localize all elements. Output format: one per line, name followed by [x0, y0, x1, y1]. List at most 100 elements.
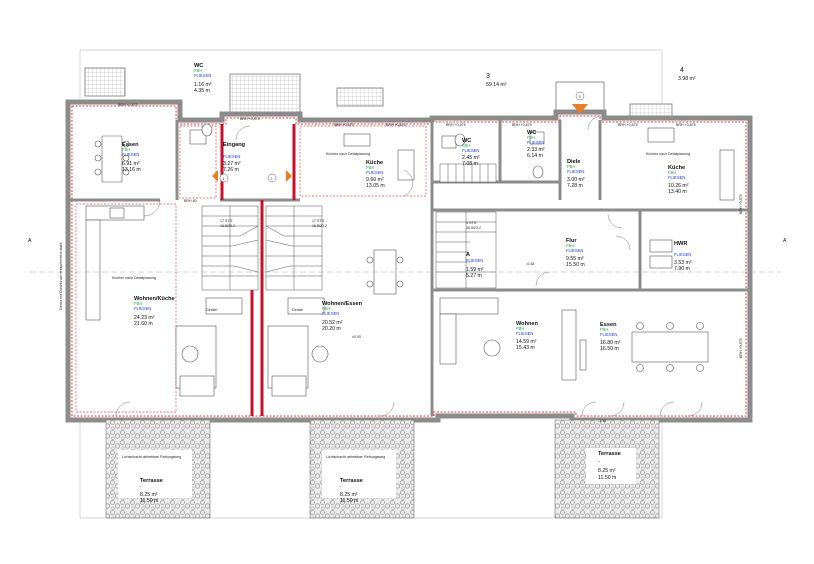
svg-text:FBH: FBH — [134, 301, 142, 306]
device-label: Geräte — [206, 308, 217, 312]
svg-text:-: - — [598, 459, 600, 465]
light-well — [336, 87, 384, 107]
svg-text:FBH: FBH — [600, 327, 608, 332]
unit-number: 4 — [680, 67, 684, 74]
svg-text:FLIESEN: FLIESEN — [567, 169, 584, 174]
svg-text:15.43 m: 15.43 m — [516, 345, 535, 351]
svg-text:FBH: FBH — [527, 135, 535, 140]
terrace-left-label: Lichtschacht abhebbar/ Rettungsweg Terra… — [122, 455, 181, 504]
svg-text:7.28 m: 7.28 m — [567, 183, 583, 189]
stair-note: 17 STG — [220, 219, 233, 223]
svg-text:Wohnen/Küche: Wohnen/Küche — [134, 296, 175, 302]
brh-label: BRH +0,875 — [118, 103, 138, 107]
svg-text:FLIESEN: FLIESEN — [527, 140, 544, 145]
svg-text:14.59 m²: 14.59 m² — [516, 339, 537, 345]
terrace-label-bg — [586, 448, 636, 484]
section-mark-right: A — [783, 238, 787, 244]
svg-text:WC: WC — [462, 138, 471, 144]
brh-label: BRH +0,875 — [334, 123, 354, 127]
entrance-arrow-icon — [286, 170, 292, 182]
room-flur: Flur FBH FLIESEN 9.55 m² 15.50 m — [566, 238, 585, 268]
svg-text:7.08 m: 7.08 m — [462, 161, 478, 167]
light-well — [229, 73, 301, 115]
svg-text:24.23 m²: 24.23 m² — [134, 315, 155, 321]
svg-text:Wohnen/Essen: Wohnen/Essen — [322, 301, 363, 307]
svg-text:FLIESEN: FLIESEN — [122, 152, 139, 157]
room-wc-right-1: WC FBH FLIESEN 2.45 m² 7.08 m — [462, 138, 480, 167]
room-wohnen-kueche: Wohnen/Küche FBH FLIESEN 24.23 m² 21.60 … — [134, 296, 175, 327]
svg-text:Terrasse: Terrasse — [140, 478, 163, 484]
svg-text:7.26 m: 7.26 m — [223, 167, 239, 173]
room-essen-left: Essen FBH FLIESEN 6.91 m² 13.16 m — [122, 142, 141, 173]
door-marker — [267, 173, 277, 183]
room-wc-top: WC FBH FLIESEN 1.16 m² 4.35 m — [194, 63, 212, 94]
svg-text:FLIESEN: FLIESEN — [600, 332, 617, 337]
svg-text:Lichtschacht abhebbar/ Rettung: Lichtschacht abhebbar/ Rettungsweg — [122, 455, 181, 459]
svg-text:13.40 m: 13.40 m — [668, 189, 687, 195]
furniture — [85, 123, 735, 397]
svg-text:Wohnen: Wohnen — [516, 321, 539, 327]
svg-text:-: - — [140, 484, 142, 490]
svg-text:6.91 m²: 6.91 m² — [122, 161, 140, 167]
room-wohnen-essen: Wohnen/Essen FBH FLIESEN 20.52 m² 20.20 … — [322, 301, 363, 332]
entrance-arrow-icon — [572, 104, 588, 114]
svg-text:16.50 m: 16.50 m — [600, 346, 619, 352]
brh-label: BRH +0,875 — [618, 123, 638, 127]
svg-text:FBH: FBH — [668, 170, 676, 175]
brh-label: BRH 80 — [184, 199, 197, 203]
svg-text:-: - — [340, 484, 342, 490]
device-label: Geräte — [292, 308, 303, 312]
elevation-label: -1.16 — [598, 419, 606, 423]
kitchen-note: Küchen nach Detailplanung — [326, 152, 370, 156]
svg-text:3.00 m²: 3.00 m² — [567, 177, 585, 183]
svg-text:8.25 m²: 8.25 m² — [140, 492, 158, 498]
room-wohnen: Wohnen FBH FLIESEN 14.59 m² 15.43 m — [516, 321, 539, 351]
svg-text:WC: WC — [194, 63, 203, 69]
svg-text:20.52 m²: 20.52 m² — [322, 320, 343, 326]
brh-label: BRH +0,875 — [386, 123, 406, 127]
svg-text:2.45 m²: 2.45 m² — [462, 155, 480, 161]
svg-text:FBH: FBH — [566, 243, 574, 248]
svg-text:4.35 m: 4.35 m — [194, 88, 210, 94]
svg-text:Essen: Essen — [122, 142, 139, 148]
door-marker — [575, 91, 585, 101]
red-outline — [75, 125, 427, 413]
section-mark-left: A — [28, 238, 32, 244]
elevation-label: -0.48 — [526, 262, 534, 266]
svg-text:WC: WC — [527, 130, 536, 136]
svg-text:6.14 m: 6.14 m — [527, 153, 543, 159]
brh-label: BRH +0,875 — [676, 123, 696, 127]
door-marker — [219, 173, 229, 183]
svg-text:FLIESEN: FLIESEN — [566, 248, 583, 253]
terrace-middle-label: Lichtschacht abhebbar/ Rettungsweg Terra… — [326, 455, 385, 504]
svg-text:1.59 m²: 1.59 m² — [466, 267, 484, 273]
svg-text:15.50 m: 15.50 m — [566, 262, 585, 268]
svg-text:11.50 m: 11.50 m — [598, 475, 616, 481]
brh-label: BRH +0,875 — [739, 338, 743, 358]
door-swings — [115, 115, 703, 417]
svg-text:FBH: FBH — [567, 164, 575, 169]
brh-label: BRH +0,875 — [240, 117, 260, 121]
kitchen-note: Küchen nach Detailplanung — [112, 276, 156, 280]
room-kueche-mid: Küche FBH FLIESEN 9.60 m² 13.05 m — [366, 160, 385, 189]
svg-text:FLIESEN: FLIESEN — [194, 73, 211, 78]
svg-text:8.25 m²: 8.25 m² — [340, 492, 358, 498]
brh-label: BRH +0,875 — [446, 123, 466, 127]
svg-text:21.60 m: 21.60 m — [134, 321, 153, 327]
svg-text:FLIESEN: FLIESEN — [366, 170, 383, 175]
entrance-arrow-icon — [212, 170, 218, 182]
room-wc-right-2: WC FBH FLIESEN 2.33 m² 6.14 m — [527, 130, 545, 159]
room-essen-right: Essen FBH FLIESEN 16.80 m² 16.50 m — [600, 322, 621, 352]
svg-text:11.50 m: 11.50 m — [140, 498, 158, 504]
svg-text:13.05 m: 13.05 m — [366, 183, 385, 189]
svg-text:Küche: Küche — [366, 160, 383, 166]
stair-note: 16.5/23.2 — [220, 224, 235, 228]
stair-note: 16.5/23.2 — [466, 226, 481, 230]
svg-text:FBH: FBH — [462, 143, 470, 148]
room-eingang: Eingang FLIESEN 3.27 m² 7.26 m — [223, 142, 246, 173]
svg-text:FLIESEN: FLIESEN — [674, 252, 691, 257]
svg-text:16.80 m²: 16.80 m² — [600, 340, 621, 346]
svg-text:Flur: Flur — [566, 238, 577, 244]
terrace-right-label: Terrasse - 8.25 m² 11.50 m — [598, 451, 621, 481]
stair-note: 4 STG — [466, 221, 477, 225]
